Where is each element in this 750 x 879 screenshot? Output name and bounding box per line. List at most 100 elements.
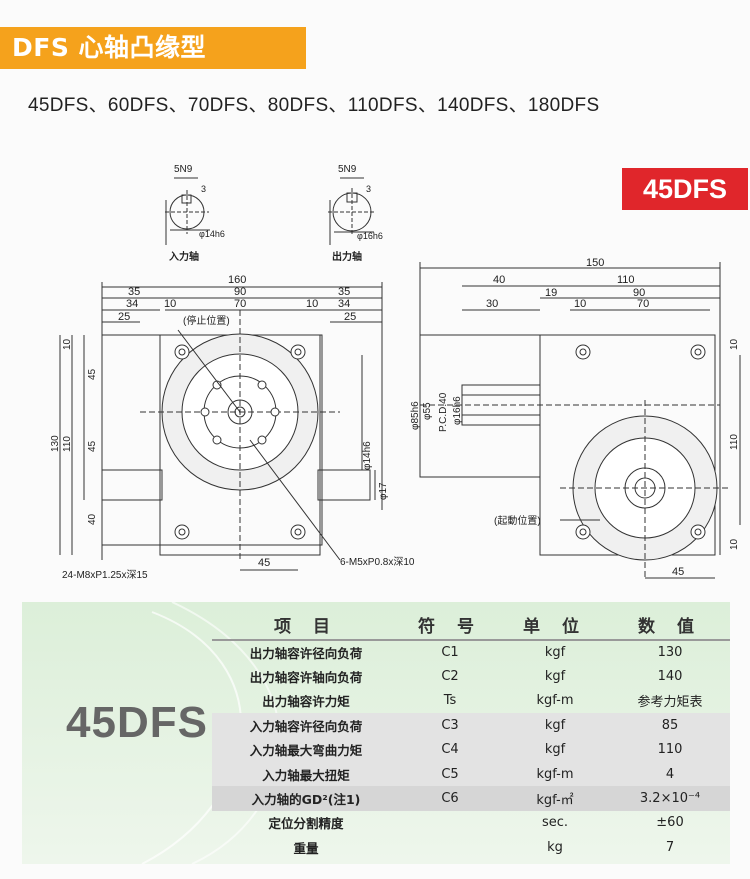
row-unit: kgf-m — [500, 761, 610, 787]
front-dim-10a: 10 — [164, 298, 176, 310]
spec-panel: 45DFS 项 目 符 号 单 位 数 值 出力轴容许径向负荷 C1 kgf 1… — [22, 602, 730, 864]
row-value: 参考力矩表 — [637, 695, 703, 711]
front-dim-34b: 34 — [338, 298, 350, 310]
side-dim-dia55: φ55 — [422, 402, 433, 420]
input-key-label: 5N9 — [174, 164, 193, 175]
row-value: 130 — [657, 645, 683, 661]
row-value: 7 — [665, 839, 675, 855]
row-value: 4 — [610, 761, 730, 787]
front-dim-10b: 10 — [306, 298, 318, 310]
row-value: 3.2×10⁻⁴ — [610, 786, 730, 811]
side-dim-pcd: P.C.D.40 — [438, 392, 449, 432]
side-dim-10: 10 — [574, 298, 586, 310]
tap-holes-note: 6-M5xP0.8x深10 — [340, 556, 415, 568]
table-row: 入力轴的GD²(注1) C6 kgf-㎡ 3.2×10⁻⁴ — [212, 786, 730, 811]
input-shaft-label: 入力轴 — [169, 250, 199, 263]
front-dim-shaft-dia: φ14h6 — [362, 441, 373, 470]
row-symbol: C4 — [400, 737, 500, 762]
row-value: 85 — [610, 713, 730, 738]
side-dim-90: 90 — [633, 287, 645, 299]
row-symbol: Ts — [443, 693, 457, 709]
table-row: 入力轴最大弯曲力矩 C4 kgf 110 — [212, 737, 730, 762]
front-dim-70: 70 — [234, 298, 246, 310]
row-symbol — [400, 835, 500, 859]
header-value: 数 值 — [610, 610, 730, 641]
mounting-holes-note: 24-M8xP1.25x深15 — [62, 569, 148, 581]
front-dim-34a: 34 — [126, 298, 138, 310]
front-dim-90: 90 — [234, 286, 246, 298]
front-dim-25a: 25 — [118, 311, 130, 323]
header-item: 项 目 — [212, 610, 400, 641]
output-key-label: 5N9 — [338, 164, 357, 175]
row-item: 出力轴容许力矩 — [262, 694, 350, 710]
input-shaft-dia: φ14h6 — [199, 229, 225, 239]
row-unit: kgf-㎡ — [500, 786, 610, 811]
spec-model-name: 45DFS — [66, 698, 208, 747]
row-value: ±60 — [656, 815, 684, 831]
front-dim-35b: 35 — [338, 286, 350, 298]
model-badge: 45DFS — [622, 168, 748, 210]
row-symbol: C1 — [441, 645, 459, 661]
front-dim-v45a: 45 — [87, 368, 98, 380]
front-dim-45: 45 — [258, 557, 270, 569]
side-dim-40: 40 — [493, 274, 505, 286]
front-dim-v110: 110 — [62, 436, 73, 452]
table-row: 入力轴最大扭矩 C5 kgf-m 4 — [212, 761, 730, 787]
spec-table: 项 目 符 号 单 位 数 值 出力轴容许径向负荷 C1 kgf 130 出力轴… — [212, 610, 730, 860]
side-dim-45: 45 — [672, 566, 684, 578]
row-item: 出力轴容许轴向负荷 — [249, 670, 363, 686]
row-item: 出力轴容许径向负荷 — [249, 646, 363, 662]
header-unit: 单 位 — [500, 610, 610, 641]
table-row: 入力轴容许径向负荷 C3 kgf 85 — [212, 713, 730, 738]
row-symbol: C2 — [441, 669, 459, 685]
header-symbol: 符 号 — [400, 610, 500, 641]
front-dim-25b: 25 — [344, 311, 356, 323]
row-unit: sec. — [541, 815, 569, 831]
side-dim-30: 30 — [486, 298, 498, 310]
row-item: 定位分割精度 — [268, 816, 344, 832]
page-title: DFS 心轴凸缘型 — [0, 27, 306, 69]
table-row: 定位分割精度 sec. ±60 — [212, 811, 730, 835]
row-symbol: C5 — [400, 761, 500, 787]
output-shaft-label: 出力轴 — [332, 250, 362, 263]
row-value: 140 — [657, 669, 683, 685]
row-unit: kgf-m — [536, 693, 574, 709]
side-dim-v10b: 10 — [729, 538, 740, 550]
row-unit: kgf — [544, 669, 566, 685]
front-dim-v40: 40 — [87, 513, 98, 525]
input-key-depth: 3 — [201, 184, 206, 194]
row-item: 重量 — [293, 840, 319, 856]
side-dim-v110: 110 — [729, 434, 740, 450]
row-item: 入力轴容许径向负荷 — [212, 713, 400, 738]
front-dim-v10: 10 — [62, 338, 73, 350]
output-key-depth: 3 — [366, 184, 371, 194]
model-list: 45DFS、60DFS、70DFS、80DFS、110DFS、140DFS、18… — [28, 95, 600, 116]
row-unit: kgf — [500, 737, 610, 762]
row-unit: kgf — [544, 645, 566, 661]
table-row: 出力轴容许轴向负荷 C2 kgf 140 — [212, 664, 730, 688]
output-shaft-dia: φ16h6 — [357, 231, 383, 241]
row-value: 110 — [610, 737, 730, 762]
row-item: 入力轴的GD²(注1) — [212, 786, 400, 811]
front-dim-35a: 35 — [128, 286, 140, 298]
front-dim-v45b: 45 — [87, 440, 98, 452]
side-dim-v10a: 10 — [729, 338, 740, 350]
row-unit: kg — [547, 839, 563, 855]
side-dim-19: 19 — [545, 287, 557, 299]
row-symbol — [400, 811, 500, 835]
start-position-label: (起動位置) — [494, 514, 541, 527]
table-row: 出力轴容许力矩 Ts kgf-m 参考力矩表 — [212, 689, 730, 713]
side-dim-70: 70 — [637, 298, 649, 310]
front-dim-v130: 130 — [50, 435, 61, 452]
row-item: 入力轴最大扭矩 — [212, 761, 400, 787]
side-dim-overall: 150 — [586, 257, 604, 269]
row-unit: kgf — [500, 713, 610, 738]
stop-position-label: (停止位置) — [183, 314, 230, 327]
row-symbol: C3 — [400, 713, 500, 738]
front-dim-v17: φ17 — [378, 482, 389, 500]
table-row: 重量 kg 7 — [212, 835, 730, 859]
row-item: 入力轴最大弯曲力矩 — [212, 737, 400, 762]
side-dim-dia85: φ85h6 — [410, 401, 421, 430]
side-dim-dia16: φ16h6 — [452, 396, 463, 425]
row-symbol: C6 — [400, 786, 500, 811]
